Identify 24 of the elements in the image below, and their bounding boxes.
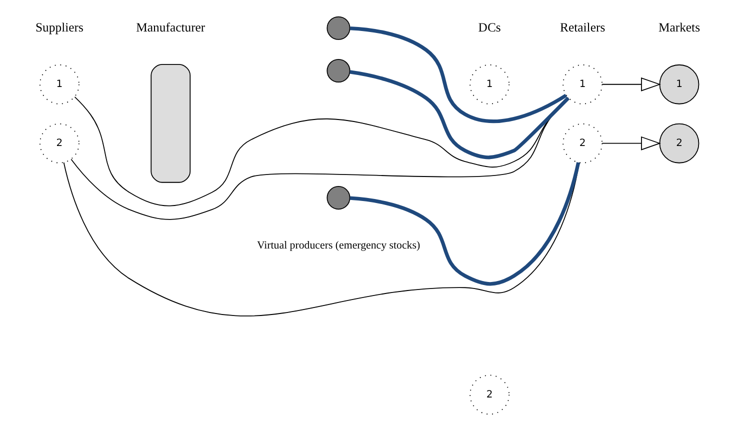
label: Retailers	[560, 20, 605, 34]
arrow	[601, 77, 660, 92]
node-circle: 2	[39, 123, 79, 164]
arrow	[601, 136, 660, 150]
label: Suppliers	[35, 20, 83, 34]
connector	[350, 26, 566, 124]
node-circle	[326, 58, 350, 83]
node-circle: 2	[469, 374, 510, 415]
connector	[62, 162, 580, 316]
node-circle: 1	[562, 64, 602, 104]
node-circle: 2	[658, 123, 699, 164]
connector	[349, 70, 570, 160]
node-circle: 1	[39, 64, 79, 104]
label: Manufacturer	[136, 20, 205, 34]
node-box	[150, 64, 190, 183]
node-circle: 2	[562, 123, 602, 164]
node-circle	[326, 186, 350, 210]
label: Virtual producers (emergency stocks)	[256, 240, 420, 252]
label: Markets	[658, 20, 700, 34]
node-circle: 1	[469, 64, 510, 104]
connector	[349, 162, 580, 286]
node-circle: 1	[658, 64, 699, 104]
node-circle	[326, 16, 350, 40]
label: DCs	[478, 20, 500, 34]
